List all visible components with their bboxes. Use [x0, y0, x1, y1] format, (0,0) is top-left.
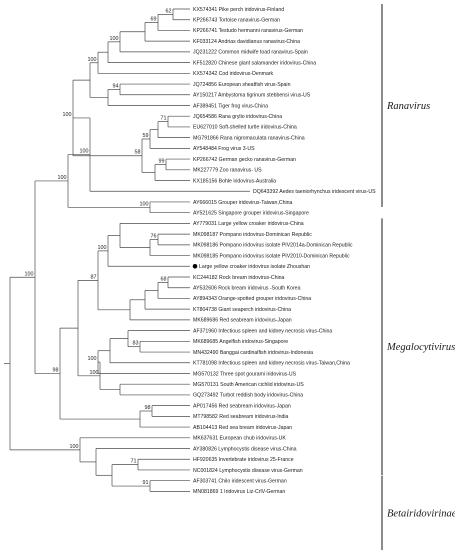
leaf-label: DQ643392 Aedes taeniorhynchus iridescent…: [253, 189, 376, 195]
bootstrap-value: 71: [161, 116, 167, 122]
leaf-label: MG570132 Three spot gourami iridovirus-U…: [193, 371, 297, 377]
leaf-label: AY150217 Ambystoma tigrinum stebbensi vi…: [193, 93, 311, 99]
leaf-label: NC001824 Lymphocystis disease virus-Germ…: [193, 468, 303, 474]
leaf-label: JQ724856 European sheatfish virus-Spain: [193, 82, 291, 88]
leaf-label: MK637631 European chub iridovirus-UK: [193, 436, 286, 442]
leaf-label: KT781098 Infectious spleen and kidney ne…: [193, 361, 350, 367]
bootstrap-value: 100: [98, 245, 107, 251]
bootstrap-value: 76: [151, 233, 157, 239]
leaf-label: MK098185 Pompano iridovirus isolate PIV2…: [193, 253, 350, 259]
bootstrap-value: 91: [143, 480, 149, 486]
leaf-label: AY380826 Lymphocystis disease virus-Chin…: [193, 446, 297, 452]
bootstrap-value: 100: [140, 201, 149, 207]
leaf-labels: KX574341 Pike perch iridovirus-FinlandKP…: [192, 7, 376, 495]
leaf-label: AY779031 Large yellow croaker iridovirus…: [193, 221, 304, 227]
leaf-label: AP017456 Red seabream iridovirus-Japan: [193, 403, 291, 409]
leaf-label: AB104413 Red sea bream iridovirus-Japan: [193, 425, 292, 431]
bootstrap-value: 100: [110, 36, 119, 42]
leaf-label: AF371960 Infectious spleen and kidney ne…: [193, 328, 332, 334]
leaf-label: KF512820 Chinese giant salamander iridov…: [193, 60, 316, 66]
leaf-label: MG791866 Rana nigromaculata ranavirus-Ch…: [193, 135, 305, 141]
leaf-label: MT798582 Red seabream iridovirus-India: [193, 414, 289, 420]
highlight-dot-marker: [192, 263, 198, 269]
leaf-label: GQ273492 Turbot reddish body iridovirus-…: [193, 393, 303, 399]
leaf-label: KP266741 Testudo hermanni ranavirus-Germ…: [193, 28, 303, 34]
bootstrap-value: 100: [90, 370, 99, 376]
leaf-label: AY894343 Orange-spotted grouper iridovir…: [193, 296, 311, 302]
leaf-label: MK098187 Pompano iridovirus-Dominican Re…: [193, 232, 312, 238]
leaf-label: KF033124 Andrias davidianus ranavirus-Ch…: [193, 39, 300, 45]
bootstrap-value: 100: [63, 112, 72, 118]
leaf-label: KP266742 German gecko ranavirus-German: [193, 157, 296, 163]
leaf-label: KP266743 Tortoise ranavirus-German: [193, 18, 280, 24]
bootstrap-value: 98: [53, 368, 59, 374]
bootstrap-value: 87: [91, 274, 97, 280]
bootstrap-value: 71: [131, 459, 137, 465]
leaf-label: EU627010 Soft-shelled turtle iridovirus-…: [193, 125, 297, 131]
bootstrap-value: 100: [70, 444, 79, 450]
bootstrap-value: 62: [166, 8, 172, 14]
leaf-label: JQ231222 Common midwife toad ranavirus-S…: [193, 50, 308, 56]
bootstrap-value: 83: [133, 341, 139, 347]
bootstrap-value: 100: [88, 57, 97, 63]
leaf-label: AY532606 Rock bream iridovirus -South Ko…: [193, 286, 301, 292]
bootstrap-value: 98: [145, 405, 151, 411]
bootstrap-value: 94: [113, 83, 119, 89]
leaf-label: MK227779 Zoo ranavirus- US: [193, 168, 262, 174]
leaf-label: KX574342 Cod iridovirus-Denmark: [193, 71, 274, 77]
tree-branches: [4, 8, 250, 492]
leaf-label: KC244182 Rock bream iridovirus-China: [193, 275, 285, 281]
bootstrap-value: 100: [80, 149, 89, 155]
leaf-label: MN081869 1 Iridovirus Liz-CrlV-German: [193, 489, 285, 495]
leaf-label: MK689685 Angelfish iridovirus-Singapore: [193, 339, 288, 345]
clade-label: Megalocytivirus: [386, 342, 455, 353]
leaf-label: AF389451 Tiger frog virus-China: [193, 103, 268, 109]
leaf-label: KT804738 Giant seaperch iridovirus-China: [193, 307, 291, 313]
leaf-label: MK098186 Pompano iridovirus isolate PIV2…: [193, 243, 353, 249]
bootstrap-value: 100: [88, 356, 97, 362]
bootstrap-value: 100: [58, 175, 67, 181]
leaf-label: MG570131 South American cichlid iridovir…: [193, 382, 304, 388]
bootstrap-value: 99: [159, 158, 165, 164]
leaf-label: MK689686 Red seabream iridovirus-Japan: [193, 318, 292, 324]
bootstrap-value: 69: [151, 16, 157, 22]
leaf-label: AY548484 Frog virus 3-US: [193, 146, 255, 152]
bootstrap-value: 59: [143, 133, 149, 139]
leaf-label: HF920635 Invertebrate iridovirus 25-Fran…: [193, 457, 294, 463]
bootstrap-value: 58: [135, 150, 141, 156]
bootstrap-value: 100: [25, 271, 34, 277]
leaf-label: KX574341 Pike perch iridovirus-Finland: [193, 7, 284, 13]
clade-label: Betairidovirinae: [387, 508, 455, 519]
leaf-label: JQ654586 Rana grylio iridovirus-China: [193, 114, 282, 120]
clade-label: Ranavirus: [386, 101, 430, 112]
leaf-label: Large yellow croaker iridovirus isolate …: [199, 264, 310, 270]
leaf-label: AY666015 Grouper iridovirus-Taiwan,China: [193, 200, 292, 206]
bootstrap-labels: 62 69 100 100 94 100 71 59 99 58 100 100 100 76 100 68 8…: [25, 8, 172, 486]
bootstrap-value: 68: [161, 276, 167, 282]
leaf-label: MN432490 Banggai cardinalfish iridovirus…: [193, 350, 313, 356]
leaf-label: KX185156 Bohle iridovirus-Australia: [193, 178, 276, 184]
leaf-label: AY521625 Singapore grouper iridovirus-Si…: [193, 210, 309, 216]
leaf-label: AF303741 Chilo iridescent virus-German: [193, 478, 287, 484]
